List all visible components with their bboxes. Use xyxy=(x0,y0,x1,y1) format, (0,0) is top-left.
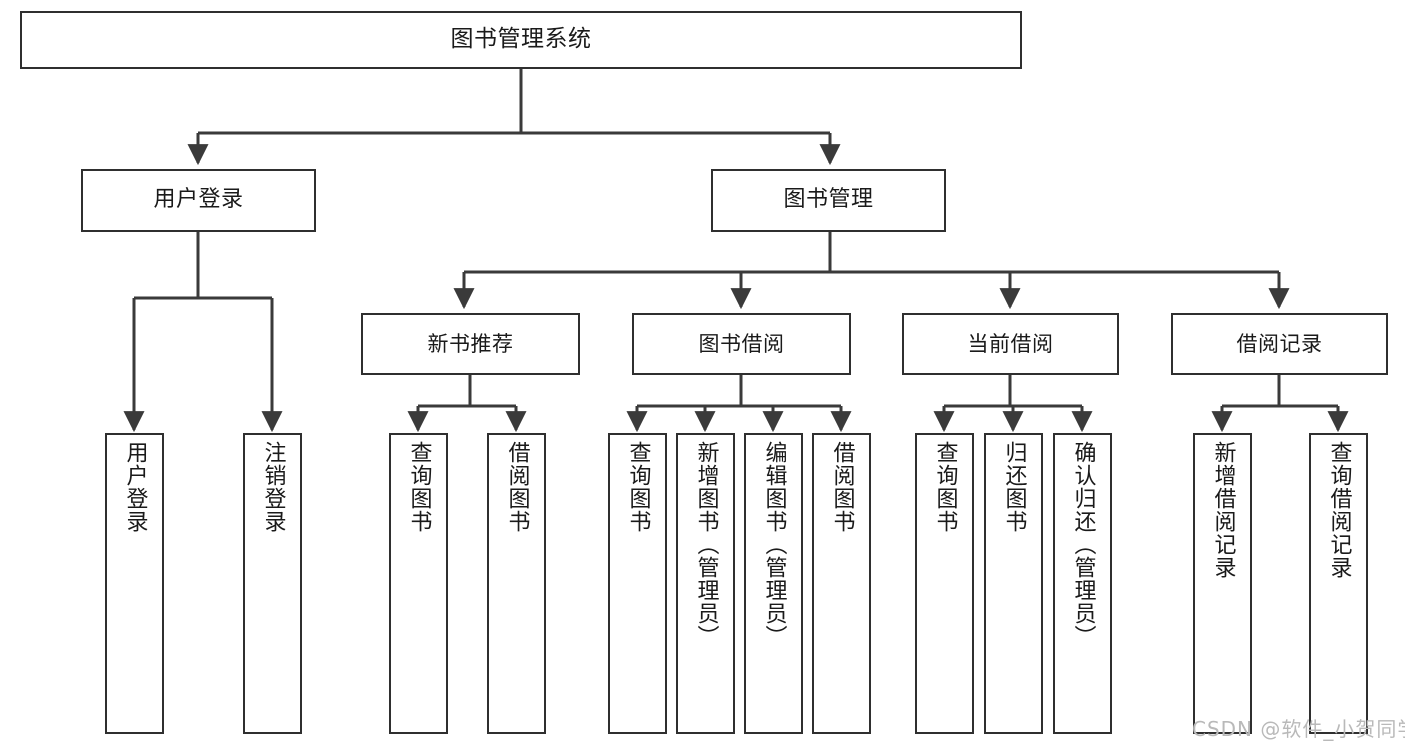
leaf-book-borrow-borrow-book[interactable]: 借阅图书 xyxy=(812,433,871,734)
node-new-book-recommend[interactable]: 新书推荐 xyxy=(361,313,580,375)
leaf-book-borrow-add-book-label: 新增图书（管理员） xyxy=(693,441,719,648)
leaf-user-login-login[interactable]: 用户登录 xyxy=(105,433,164,734)
leaf-user-login-logout[interactable]: 注销登录 xyxy=(243,433,302,734)
leaf-user-login-login-label: 用户登录 xyxy=(122,441,148,533)
leaf-borrow-record-query-record[interactable]: 查询借阅记录 xyxy=(1309,433,1368,734)
leaf-book-borrow-edit-book[interactable]: 编辑图书（管理员） xyxy=(744,433,803,734)
node-book-management-label: 图书管理 xyxy=(783,187,874,213)
leaf-new-book-query-book-label: 查询图书 xyxy=(406,441,432,533)
leaf-user-login-logout-label: 注销登录 xyxy=(260,441,286,533)
node-root-label: 图书管理系统 xyxy=(450,26,592,53)
leaf-book-borrow-edit-book-label: 编辑图书（管理员） xyxy=(761,441,787,648)
node-current-borrow[interactable]: 当前借阅 xyxy=(902,313,1119,375)
leaf-book-borrow-borrow-book-label: 借阅图书 xyxy=(829,441,855,533)
leaf-current-borrow-confirm-return-label: 确认归还（管理员） xyxy=(1070,441,1096,648)
node-book-management[interactable]: 图书管理 xyxy=(711,169,946,232)
node-root-book-management-system[interactable]: 图书管理系统 xyxy=(20,11,1022,69)
node-borrow-record-label: 借阅记录 xyxy=(1236,331,1323,356)
leaf-current-borrow-query-book-label: 查询图书 xyxy=(932,441,958,533)
leaf-book-borrow-add-book[interactable]: 新增图书（管理员） xyxy=(676,433,735,734)
leaf-current-borrow-return-book[interactable]: 归还图书 xyxy=(984,433,1043,734)
leaf-new-book-borrow-book[interactable]: 借阅图书 xyxy=(487,433,546,734)
leaf-current-borrow-return-book-label: 归还图书 xyxy=(1001,441,1027,533)
node-book-borrow-label: 图书借阅 xyxy=(698,331,785,356)
leaf-borrow-record-add-record[interactable]: 新增借阅记录 xyxy=(1193,433,1252,734)
leaf-current-borrow-query-book[interactable]: 查询图书 xyxy=(915,433,974,734)
leaf-new-book-borrow-book-label: 借阅图书 xyxy=(504,441,530,533)
node-borrow-record[interactable]: 借阅记录 xyxy=(1171,313,1388,375)
node-user-login-label: 用户登录 xyxy=(153,187,244,213)
leaf-book-borrow-query-book[interactable]: 查询图书 xyxy=(608,433,667,734)
leaf-book-borrow-query-book-label: 查询图书 xyxy=(625,441,651,533)
leaf-new-book-query-book[interactable]: 查询图书 xyxy=(389,433,448,734)
node-current-borrow-label: 当前借阅 xyxy=(967,331,1054,356)
leaf-borrow-record-add-record-label: 新增借阅记录 xyxy=(1210,441,1236,579)
node-book-borrow[interactable]: 图书借阅 xyxy=(632,313,851,375)
node-new-book-recommend-label: 新书推荐 xyxy=(427,331,514,356)
leaf-current-borrow-confirm-return[interactable]: 确认归还（管理员） xyxy=(1053,433,1112,734)
node-user-login[interactable]: 用户登录 xyxy=(81,169,316,232)
leaf-borrow-record-query-record-label: 查询借阅记录 xyxy=(1326,441,1352,579)
